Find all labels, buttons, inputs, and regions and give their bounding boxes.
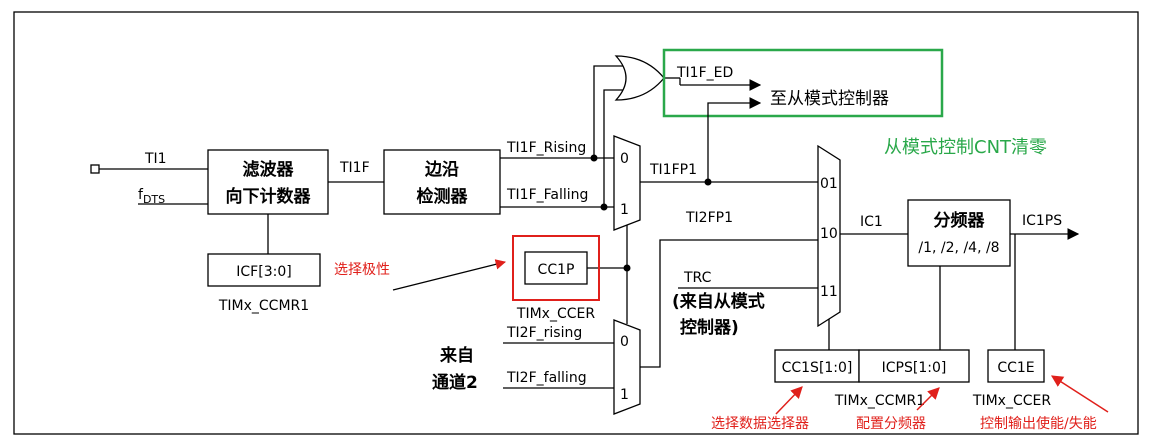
polarity-mux-in1: 1 (620, 202, 629, 218)
icf-label: ICF[3:0] (236, 264, 291, 280)
icps-register (858, 349, 970, 383)
cc1e-register (987, 349, 1045, 383)
slave-mode-controller-label: 至从模式控制器 (770, 89, 889, 109)
channel2-mux-in1: 1 (620, 387, 629, 403)
timx-ccer-mid-label: TIMx_CCER (516, 306, 595, 322)
ic1-label: IC1 (860, 214, 883, 230)
ti1-label: TI1 (144, 151, 167, 167)
diagram-frame (13, 11, 1139, 435)
ti1f-falling-label: TI1F_Falling (506, 187, 588, 203)
mux-in-01: 01 (820, 176, 838, 192)
cc1p-label: CC1P (538, 262, 575, 278)
channel2-mux-in0: 0 (620, 334, 629, 350)
ti2f-rising-label: TI2F_rising (506, 325, 582, 341)
timx-ccer-right-label: TIMx_CCER (972, 393, 1051, 409)
icps-label: ICPS[1:0] (882, 360, 947, 376)
trc-label: TRC (683, 270, 712, 286)
timx-ccmr1-bottom-label: TIMx_CCMR1 (834, 393, 925, 409)
timx-ccmr1-left-label: TIMx_CCMR1 (218, 298, 309, 314)
prescaler-block (907, 199, 1011, 267)
polarity-mux-in0: 0 (620, 151, 629, 167)
ti1-input-pin (90, 164, 100, 174)
slave-mode-controller-box (662, 48, 944, 118)
config-prescaler-arrow (916, 387, 940, 411)
config-prescaler-annotation: 配置分频器 (856, 416, 926, 432)
cc1s-label: CC1S[1:0] (782, 360, 853, 376)
slave-clear-annotation: 从模式控制CNT清零 (884, 137, 1047, 158)
edge-detector-label-line2: 检测器 (417, 186, 469, 207)
prescaler-label-line1: 分频器 (934, 210, 986, 231)
icf-register (207, 253, 321, 287)
prescaler-label-line2: /1, /2, /4, /8 (918, 240, 999, 256)
fdts-label: fDTS (138, 187, 165, 206)
junction-ti1fp1 (704, 178, 712, 186)
mux-in-10: 10 (820, 226, 838, 242)
ti1fp1-label: TI1FP1 (649, 162, 697, 178)
output-enable-annotation: 控制输出使能/失能 (980, 415, 1097, 432)
ti1f-ed-label: TI1F_ED (676, 65, 733, 81)
ti1f-rising-label: TI1F_Rising (506, 140, 586, 156)
edge-detector-block (383, 149, 501, 215)
or-gate (614, 55, 665, 101)
filter-block (207, 149, 329, 215)
select-mux-arrow (775, 386, 803, 415)
trc-note-line2: 控制器) (680, 317, 739, 338)
ti2f-falling-label: TI2F_falling (506, 370, 587, 386)
cc1s-register (774, 349, 860, 383)
select-mux-annotation: 选择数据选择器 (711, 416, 809, 432)
ic1ps-label: IC1PS (1022, 213, 1062, 229)
ic1-input-mux (817, 144, 841, 328)
polarity-mux (613, 135, 641, 231)
channel2-mux (613, 319, 641, 415)
trc-note-line1: (来自从模式 (672, 291, 765, 312)
cc1p-highlight (512, 235, 600, 301)
ti1f-label: TI1F (339, 160, 370, 176)
from-channel2-line2: 通道2 (432, 372, 478, 393)
cc1e-label: CC1E (997, 360, 1034, 376)
polarity-annotation: 选择极性 (334, 262, 390, 278)
filter-label-line1: 滤波器 (243, 159, 295, 180)
mux-in-11: 11 (820, 284, 838, 300)
edge-detector-label-line1: 边沿 (424, 160, 459, 180)
from-channel2-line1: 来自 (439, 345, 474, 366)
output-enable-arrow (1050, 375, 1109, 413)
filter-label-line2: 向下计数器 (226, 186, 312, 207)
ti2fp1-label: TI2FP1 (685, 210, 733, 226)
